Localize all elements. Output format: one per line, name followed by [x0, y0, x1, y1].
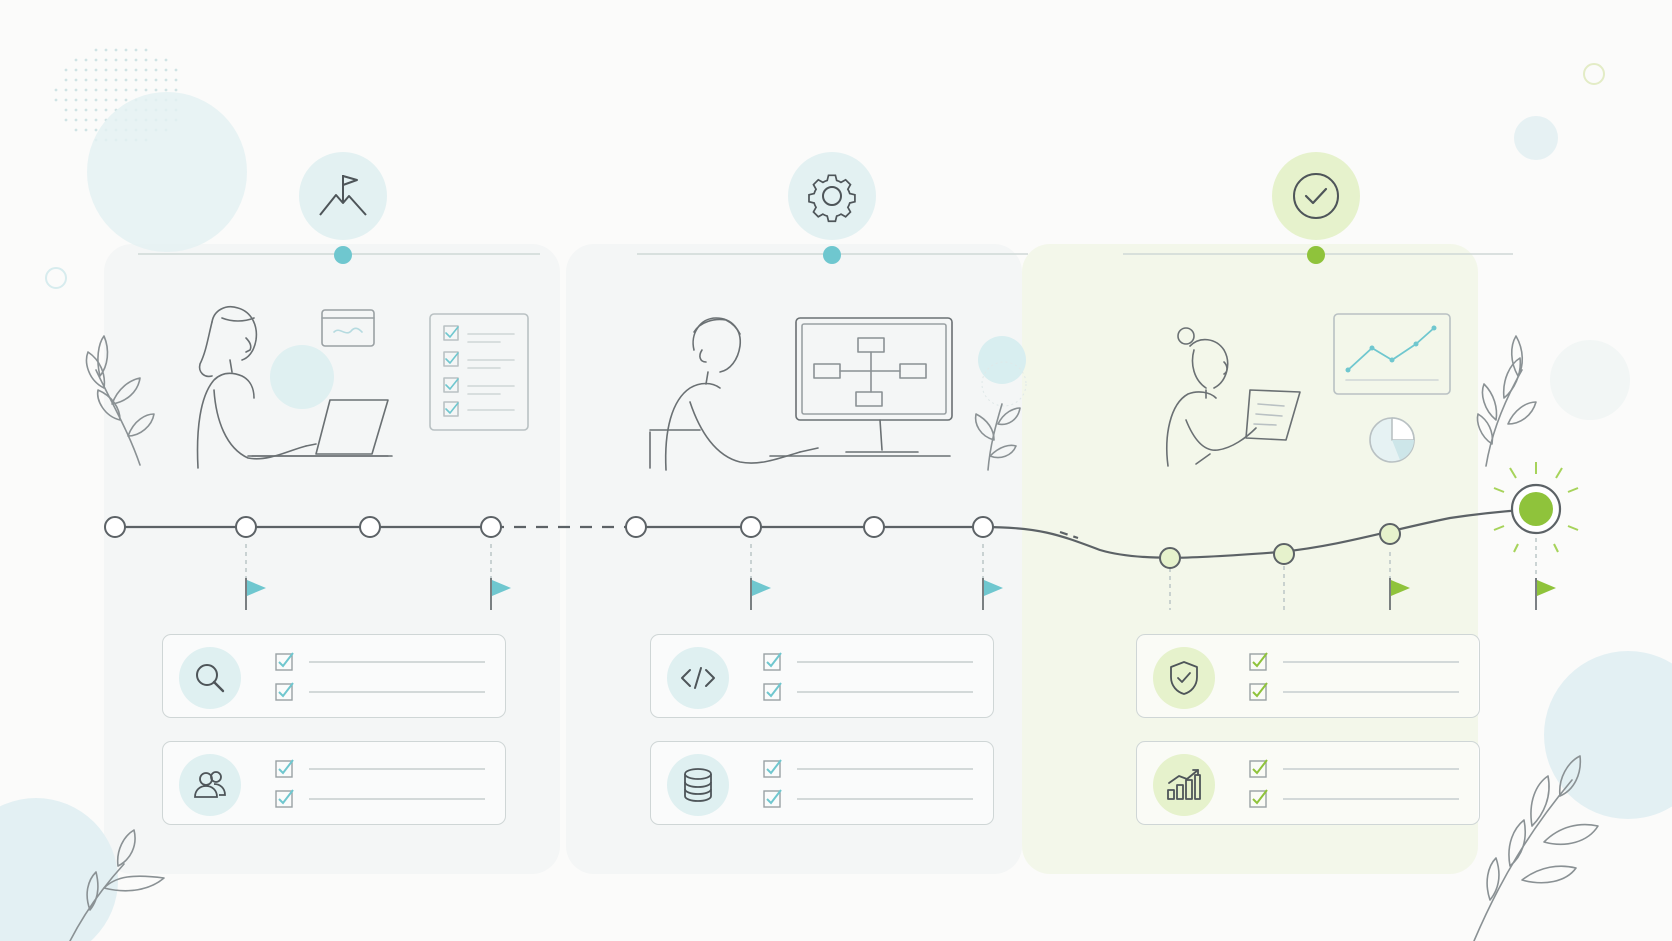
task-card-analytics[interactable]	[1136, 741, 1480, 825]
milestone-node	[740, 516, 762, 538]
card-icon-circle	[667, 647, 729, 709]
bg-bubble-right-mid	[1550, 340, 1630, 420]
milestone-node	[359, 516, 381, 538]
bg-ring-monitor	[981, 361, 1027, 407]
check-circle-icon	[1293, 173, 1339, 219]
flag-icon	[982, 578, 1003, 610]
bg-bubble-small-ring	[45, 267, 67, 289]
phase-3-dot	[1307, 246, 1325, 264]
line-chart-card	[1333, 313, 1451, 395]
phase-1-icon[interactable]	[299, 152, 387, 240]
man-at-monitor-flowchart	[649, 317, 953, 471]
users-icon	[194, 771, 226, 798]
woman-reading-document	[1166, 327, 1301, 467]
checkbox-checked-icon[interactable]	[1249, 651, 1269, 671]
check-row	[275, 758, 485, 780]
card-icon-circle	[1153, 754, 1215, 816]
phase-2-dot	[823, 246, 841, 264]
milestone-node	[625, 516, 647, 538]
phase-1-dot	[334, 246, 352, 264]
milestone-node	[972, 516, 994, 538]
search-icon	[196, 664, 225, 693]
milestone-node	[235, 516, 257, 538]
milestone-node-done	[1273, 543, 1295, 565]
leaf-sprig-bottom-right	[1473, 755, 1599, 941]
checkbox-checked-icon[interactable]	[763, 788, 783, 808]
flag-icon	[490, 578, 511, 610]
task-card-code[interactable]	[650, 634, 994, 718]
milestone-node	[863, 516, 885, 538]
task-card-security[interactable]	[1136, 634, 1480, 718]
bar-chart-up-icon	[1167, 769, 1201, 800]
task-card-team[interactable]	[162, 741, 506, 825]
card-icon-circle	[179, 754, 241, 816]
bg-bubble-monitor	[978, 336, 1026, 384]
milestone-node-done	[1379, 523, 1401, 545]
checkbox-checked-icon[interactable]	[763, 758, 783, 778]
check-row	[275, 651, 485, 673]
gear-icon	[808, 174, 856, 223]
checkbox-checked-icon[interactable]	[275, 788, 295, 808]
phase-3-icon[interactable]	[1272, 152, 1360, 240]
bg-bubble-large	[87, 92, 247, 252]
check-row	[275, 788, 485, 810]
bg-bubble-top-right	[1514, 116, 1558, 160]
card-icon-circle	[667, 754, 729, 816]
milestone-node	[104, 516, 126, 538]
bg-bubble-bottom-right	[1544, 651, 1672, 819]
card-icon-circle	[1153, 647, 1215, 709]
task-card-database[interactable]	[650, 741, 994, 825]
check-row	[763, 681, 973, 703]
check-row	[763, 758, 973, 780]
flag-icon	[1535, 578, 1556, 610]
leaf-sprig-left	[85, 335, 155, 466]
pie-chart-icon	[1369, 417, 1415, 463]
card-icon-circle	[179, 647, 241, 709]
milestone-node-done	[1159, 547, 1181, 569]
check-row	[763, 788, 973, 810]
shield-check-icon	[1170, 661, 1198, 695]
check-row	[1249, 758, 1459, 780]
checkbox-checked-icon[interactable]	[1249, 788, 1269, 808]
checklist-card	[429, 313, 529, 431]
code-icon	[681, 667, 715, 689]
leaf-sprig-right	[1476, 335, 1537, 467]
task-card-research[interactable]	[162, 634, 506, 718]
bg-bubble-woman1	[270, 345, 334, 409]
leaf-sprig-bottom-left	[69, 829, 165, 941]
mountain-flag-icon	[319, 175, 367, 216]
bg-ring-top-right	[1583, 63, 1605, 85]
checkbox-checked-icon[interactable]	[275, 681, 295, 701]
check-row	[1249, 651, 1459, 673]
milestone-node	[480, 516, 502, 538]
check-row	[1249, 788, 1459, 810]
checkbox-checked-icon[interactable]	[1249, 681, 1269, 701]
completion-node	[1493, 462, 1579, 553]
browser-window-icon	[321, 309, 375, 347]
checkbox-checked-icon[interactable]	[275, 651, 295, 671]
woman-at-laptop	[196, 306, 393, 469]
flag-icon	[1389, 578, 1410, 610]
checkbox-checked-icon[interactable]	[1249, 758, 1269, 778]
leaf-sprig-monitor	[974, 403, 1021, 471]
flag-icon	[750, 578, 771, 610]
checkbox-checked-icon[interactable]	[275, 758, 295, 778]
database-icon	[684, 768, 712, 802]
checkbox-checked-icon[interactable]	[763, 651, 783, 671]
check-row	[275, 681, 485, 703]
check-row	[1249, 681, 1459, 703]
phase-2-icon[interactable]	[788, 152, 876, 240]
check-row	[763, 651, 973, 673]
flag-icon	[245, 578, 266, 610]
checkbox-checked-icon[interactable]	[763, 681, 783, 701]
